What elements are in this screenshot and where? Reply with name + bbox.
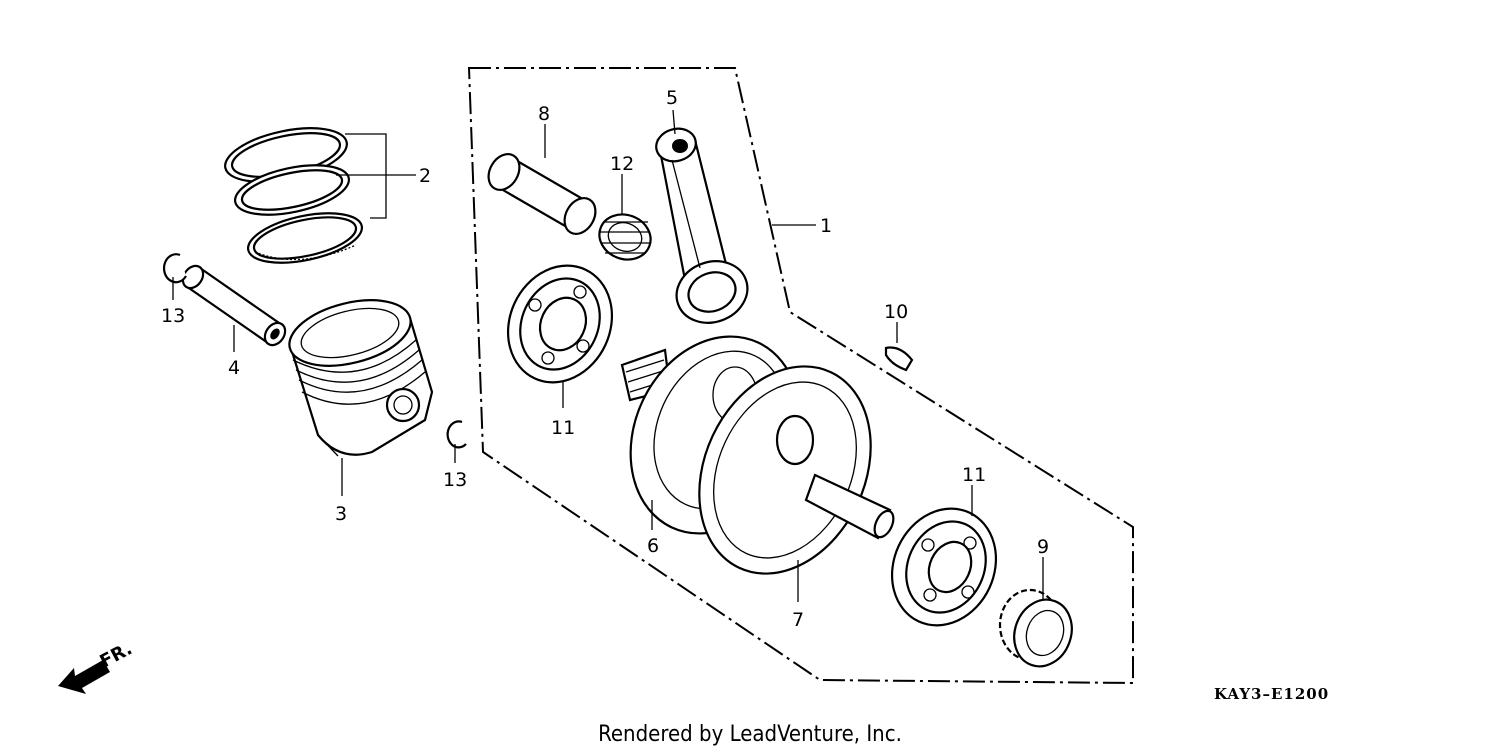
callout-10: 10 <box>884 301 908 323</box>
callout-13-right: 13 <box>443 469 467 491</box>
ball-bearing-left-part[interactable] <box>489 248 630 399</box>
ball-bearing-right-part[interactable] <box>873 491 1014 642</box>
callout-5: 5 <box>666 87 678 109</box>
piston-pin-clip-left-part[interactable] <box>162 253 187 284</box>
piston-pin-small-part[interactable] <box>179 262 290 349</box>
connecting-rod-part[interactable] <box>653 124 757 332</box>
callout-8: 8 <box>538 103 550 125</box>
callout-13-left: 13 <box>161 305 185 327</box>
assembly-outline <box>467 67 1134 685</box>
footer-credit: Rendered by LeadVenture, Inc. <box>598 722 902 747</box>
crankshaft-right-part[interactable] <box>667 338 903 601</box>
piston-pin-part[interactable] <box>482 149 601 240</box>
piston-rings-part[interactable] <box>220 119 366 272</box>
callout-2: 2 <box>419 165 431 187</box>
callout-12: 12 <box>610 153 634 175</box>
callout-1: 1 <box>820 215 832 237</box>
callout-11-right: 11 <box>962 464 986 486</box>
needle-bearing-part[interactable] <box>593 207 657 266</box>
piston-pin-clip-right-part[interactable] <box>446 420 467 449</box>
callout-11-left: 11 <box>551 417 575 439</box>
callout-3: 3 <box>335 503 347 525</box>
callout-4: 4 <box>228 357 240 379</box>
callout-6: 6 <box>647 535 659 557</box>
callout-7: 7 <box>792 609 804 631</box>
timing-sprocket-part[interactable] <box>998 588 1081 675</box>
woodruff-key-part[interactable] <box>884 346 914 372</box>
diagram-code: KAY3–E1200 <box>1214 685 1329 703</box>
piston-part[interactable] <box>283 289 434 457</box>
front-direction-arrow-icon <box>58 660 110 694</box>
callout-9: 9 <box>1037 536 1049 558</box>
